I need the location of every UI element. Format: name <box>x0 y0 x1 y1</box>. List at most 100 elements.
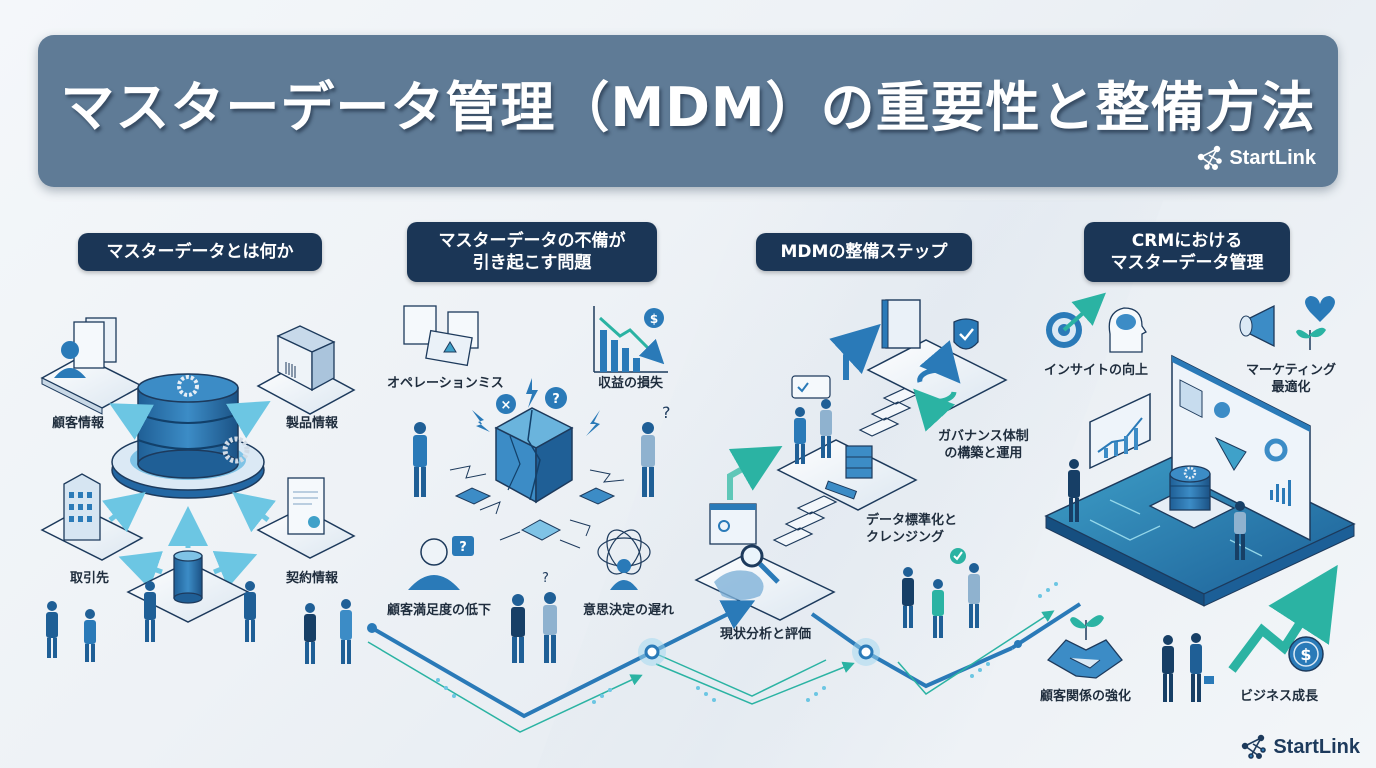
crack-lines <box>449 465 625 549</box>
platform-customer <box>40 317 144 415</box>
platform-product <box>256 325 356 415</box>
caption-operation-errors: オペレーションミス <box>387 376 504 391</box>
cycle-icon <box>917 340 961 384</box>
timeline-start-dot <box>367 623 377 633</box>
crm-server-icon <box>1148 465 1236 529</box>
caption-line: ガバナンス体制 <box>938 429 1029 444</box>
section-label-what-is-master-data: マスターデータとは何か <box>78 233 322 271</box>
timeline-node <box>852 638 880 666</box>
data-blocks-icon <box>845 445 873 479</box>
shield-check-icon <box>953 318 979 350</box>
people-group <box>46 581 352 664</box>
crm-people <box>1068 459 1246 560</box>
person-icon <box>61 341 79 359</box>
checklist-bubble-icon <box>791 375 831 399</box>
caption-marketing: マーケティング 最適化 <box>1246 362 1336 396</box>
crm-dashboard-screen <box>1171 354 1311 542</box>
caption-step-governance: ガバナンス体制 の構築と運用 <box>938 428 1029 462</box>
caption-customer-satisfaction: 顧客満足度の低下 <box>387 603 492 618</box>
caption-customer-info: 顧客情報 <box>52 416 105 431</box>
business-people <box>1162 633 1214 702</box>
caption-contract-info: 契約情報 <box>286 571 339 586</box>
section-label-problems: マスターデータの不備が 引き起こす問題 <box>407 222 657 282</box>
network-logo-icon <box>1242 734 1267 759</box>
header-banner: マスターデータ管理（MDM）の重要性と整備方法 StartLink <box>38 35 1338 187</box>
timeline-path <box>367 582 1082 733</box>
bar-chart-icon <box>1270 480 1291 506</box>
tangled-network-icon <box>597 529 651 590</box>
problems-illustration: $ × ? ? <box>403 305 671 663</box>
avatar-icon <box>1214 402 1230 418</box>
person-icon <box>413 422 427 497</box>
person-icon <box>46 601 58 658</box>
section-label-line2: マスターデータ管理 <box>1110 253 1264 273</box>
donut-chart-icon <box>1264 438 1288 462</box>
map-icon <box>714 570 764 600</box>
caption-business-growth: ビジネス成長 <box>1240 689 1319 704</box>
browser-search-icon <box>709 503 757 545</box>
briefcase-icon <box>1204 676 1214 684</box>
caption-step-analysis: 現状分析と評価 <box>720 627 812 642</box>
person-icon <box>641 422 655 497</box>
data-flow-arrows <box>102 400 276 589</box>
magnifier-icon <box>740 544 764 568</box>
header-brand: StartLink <box>1197 145 1316 171</box>
page-title: マスターデータ管理（MDM）の重要性と整備方法 <box>60 76 1316 139</box>
step-platform-analysis <box>694 544 836 621</box>
caption-product-info: 製品情報 <box>286 416 339 431</box>
person-icon <box>84 609 96 662</box>
person-icon <box>304 603 316 664</box>
caption-insight: インサイトの向上 <box>1044 363 1149 378</box>
master-data-hub <box>40 317 356 664</box>
timeline-node <box>638 638 666 666</box>
section-label-line1: CRMにおける <box>1131 231 1243 251</box>
footer-brand: StartLink <box>1241 734 1360 760</box>
documents-warning-icon <box>403 305 479 367</box>
caption-line: の構築と運用 <box>944 446 1023 461</box>
error-bubble-icon: × <box>496 394 516 414</box>
section-label-line1: マスターデータの不備が <box>438 231 626 251</box>
platform-contract <box>256 477 356 559</box>
rulebook-icon <box>885 299 921 349</box>
dollar-icon <box>644 308 664 328</box>
caption-suppliers: 取引先 <box>70 571 110 586</box>
network-logo-icon <box>1198 145 1223 170</box>
caption-revenue-loss: 収益の損失 <box>598 376 664 391</box>
section-label-mdm-steps: MDMの整備ステップ <box>756 233 972 271</box>
svg-text:?: ? <box>552 392 560 407</box>
tool-icon <box>824 480 858 500</box>
section-label-line2: 引き起こす問題 <box>472 253 592 273</box>
crm-illustration: $ <box>1044 292 1356 702</box>
caption-line: マーケティング <box>1246 363 1336 378</box>
step-platform-governance <box>866 299 1008 432</box>
dotted-trail <box>436 582 1058 704</box>
megaphone-icon <box>1239 304 1275 348</box>
question-bubble-icon: ? <box>545 387 567 409</box>
database-icon <box>111 373 265 499</box>
brain-head-icon <box>1108 307 1147 353</box>
analytics-screen <box>1089 392 1151 470</box>
svg-text:?: ? <box>662 403 671 422</box>
declining-chart-icon: $ <box>593 306 668 373</box>
heart-plant-icon <box>1296 296 1335 350</box>
svg-text:$: $ <box>1300 645 1311 664</box>
person-icon <box>144 581 156 642</box>
section-label-crm: CRMにおける マスターデータ管理 <box>1084 222 1290 282</box>
growth-arrows <box>727 323 881 500</box>
caption-line: クレンジング <box>866 530 945 545</box>
stairs <box>772 385 924 547</box>
broken-pieces <box>454 487 616 541</box>
svg-text:?: ? <box>542 571 549 586</box>
gear-icon <box>177 375 199 397</box>
svg-text:?: ? <box>459 540 467 555</box>
person-icon <box>340 599 352 664</box>
small-database-icon <box>126 550 250 623</box>
unhappy-customer-icon: ? <box>408 536 474 590</box>
mdm-steps-illustration <box>694 299 1008 638</box>
lightning-icons <box>472 378 600 436</box>
gear-icon <box>1183 466 1197 480</box>
gear-icon <box>222 436 250 464</box>
caption-decision-delay: 意思決定の遅れ <box>583 603 675 618</box>
person-icon <box>244 581 256 642</box>
